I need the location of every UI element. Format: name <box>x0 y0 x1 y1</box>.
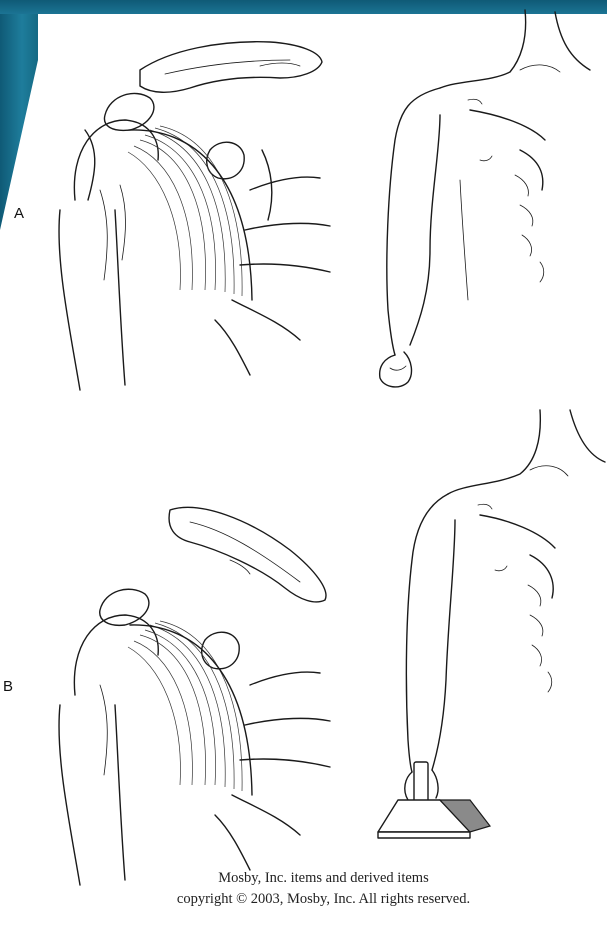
panel-label-b: B <box>3 678 13 695</box>
panel-a-torso-figure <box>380 10 590 387</box>
panel-a-shoulder-anatomy <box>59 42 330 390</box>
caption-line-1: Mosby, Inc. items and derived items <box>40 868 607 889</box>
copyright-caption: Mosby, Inc. items and derived items copy… <box>40 868 607 910</box>
panel-b-shoulder-anatomy <box>59 507 330 885</box>
panel-label-a: A <box>14 205 24 222</box>
caption-line-2: copyright © 2003, Mosby, Inc. All rights… <box>40 889 607 910</box>
panel-b-torso-figure <box>378 410 605 838</box>
